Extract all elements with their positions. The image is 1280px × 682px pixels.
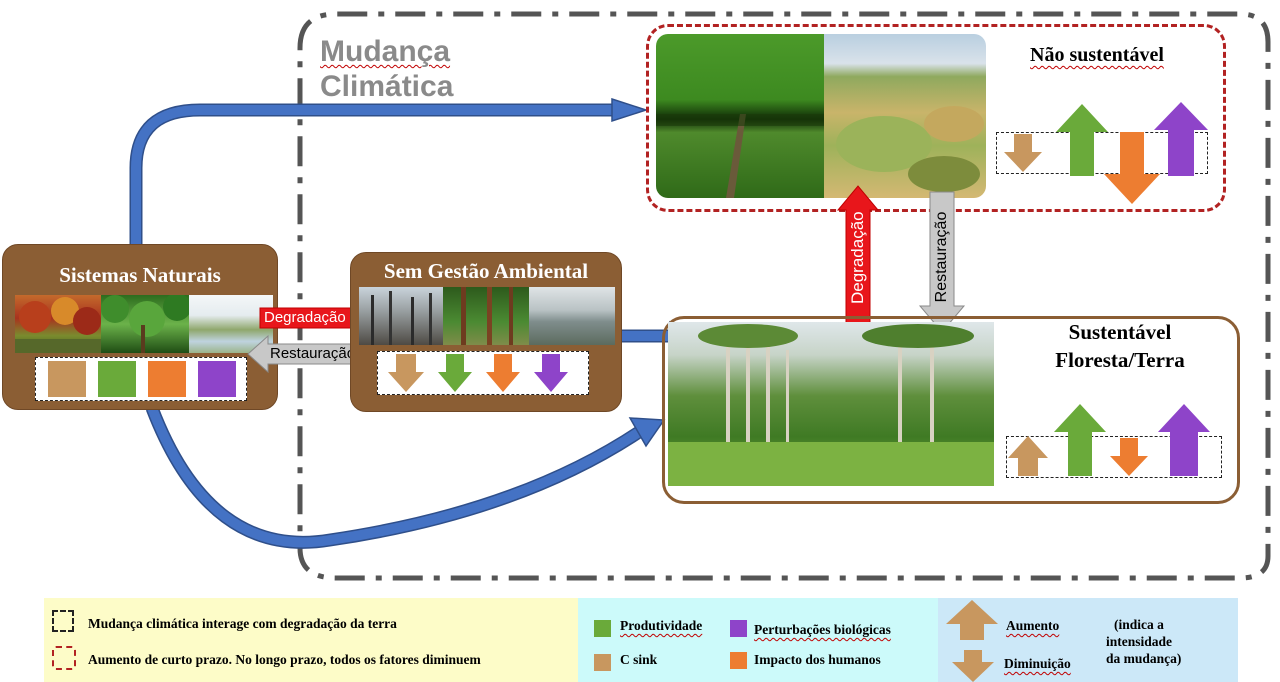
flow-natural-to-unsustainable (129, 103, 622, 246)
human-impact-indicator (148, 361, 186, 397)
legend-short-term-increase: Aumento de curto prazo. No longo prazo, … (88, 652, 481, 667)
restoration-horizontal-label: Restauração (270, 345, 356, 362)
biological-disturbance-indicator (198, 361, 236, 397)
legend-climate-frame-swatch (52, 610, 74, 632)
aerial-farmland-photo (824, 34, 986, 198)
legend-human-impact: Impacto dos humanos (754, 652, 881, 667)
biological-disturbance-down-arrow (534, 354, 568, 392)
c-sink-indicator (48, 361, 86, 397)
human-impact-down-arrow (486, 354, 520, 392)
degradation-vertical-label: Degradação (848, 211, 867, 304)
productivity-down-arrow (438, 354, 472, 392)
rainforest-photo (101, 295, 189, 353)
legend-productivity: Produtividade (620, 618, 703, 633)
agroforestry-photo (668, 322, 994, 486)
legend-intensity-note: (indica a intensidade da mudança) (1106, 617, 1182, 666)
no-management-indicator-strip (377, 351, 589, 395)
flooded-area-photo (529, 287, 615, 345)
legend-biological-disturbance-swatch (730, 620, 747, 637)
legend-increase-arrow-icon (946, 600, 998, 640)
monoculture-forest-photo (656, 34, 824, 198)
climate-change-frame (297, 11, 1271, 581)
legend-c-sink-swatch (594, 654, 611, 671)
legend-colors-panel: Produtividade Perturbações biológicas C … (578, 598, 938, 682)
legend-productivity-swatch (594, 620, 611, 637)
no-management-box: Sem Gestão Ambiental (350, 252, 622, 412)
legend-arrows-panel: Aumento Diminuição (indica a intensidade… (938, 598, 1238, 682)
legend-c-sink: C sink (620, 652, 658, 667)
natural-systems-box: Sistemas Naturais (2, 244, 278, 410)
legend-increase: Aumento (1006, 618, 1060, 633)
legend-human-impact-swatch (730, 652, 747, 669)
legend-decrease: Diminuição (1004, 656, 1071, 671)
sustainable-indicator-strip (1006, 436, 1222, 478)
burned-forest-photo (359, 287, 443, 345)
natural-systems-title: Sistemas Naturais (59, 263, 221, 287)
legend-arrow-icons (946, 600, 998, 682)
natural-systems-indicator-strip (35, 357, 247, 401)
no-management-title: Sem Gestão Ambiental (383, 259, 589, 283)
legend-biological-disturbance: Perturbações biológicas (754, 622, 891, 637)
legend-frames-panel: Mudança climática interage com degradaçã… (44, 598, 578, 682)
restoration-vertical-label: Restauração (933, 211, 950, 303)
sustainable-title: Sustentável Floresta/Terra (1055, 320, 1185, 372)
wetland-photo (189, 295, 273, 353)
legend-climate-interacts: Mudança climática interage com degradaçã… (88, 616, 397, 631)
legend-decrease-arrow-icon (952, 650, 994, 682)
dense-pine-forest-photo (443, 287, 529, 345)
productivity-indicator (98, 361, 136, 397)
unsustainable-indicator-strip (996, 132, 1208, 174)
autumn-forest-photo (15, 295, 101, 353)
climate-change-label: Mudança Climática (320, 35, 454, 103)
legend-short-term-frame-swatch (52, 646, 76, 670)
unsustainable-title: Não sustentável (1030, 44, 1164, 66)
sustainable-box (662, 316, 1240, 504)
c-sink-down-arrow (388, 354, 424, 392)
degradation-horizontal-label: Degradação (264, 309, 346, 326)
